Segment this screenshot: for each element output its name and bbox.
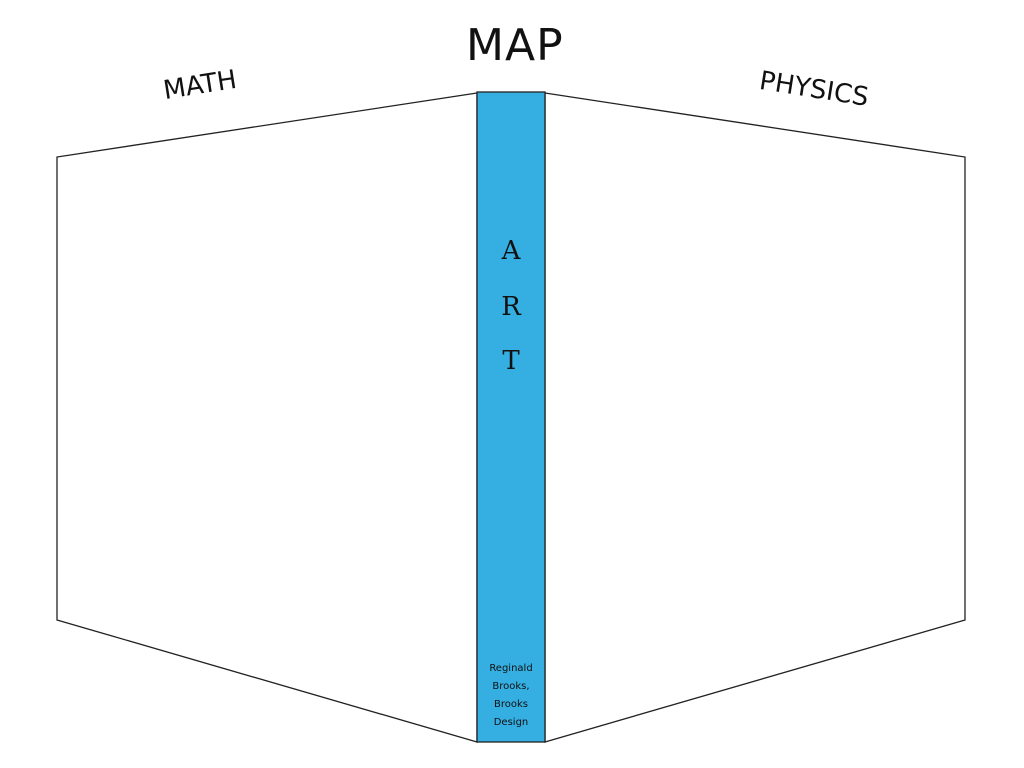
credit-line: Brooks, [492,681,530,692]
credit-line: Brooks [494,699,528,710]
left-cover-math [56,92,478,743]
spine-letter-t: T [502,346,520,376]
spine-credit: Reginald Brooks, Brooks Design [477,660,545,732]
spine-letter-r: R [501,292,521,322]
credit-line: Reginald [489,663,533,674]
right-cover-physics [544,92,966,743]
spine-letter-a: A [501,236,521,266]
spine-art [476,91,546,743]
diagram-title: MAP [466,20,564,71]
credit-line: Design [493,717,529,728]
